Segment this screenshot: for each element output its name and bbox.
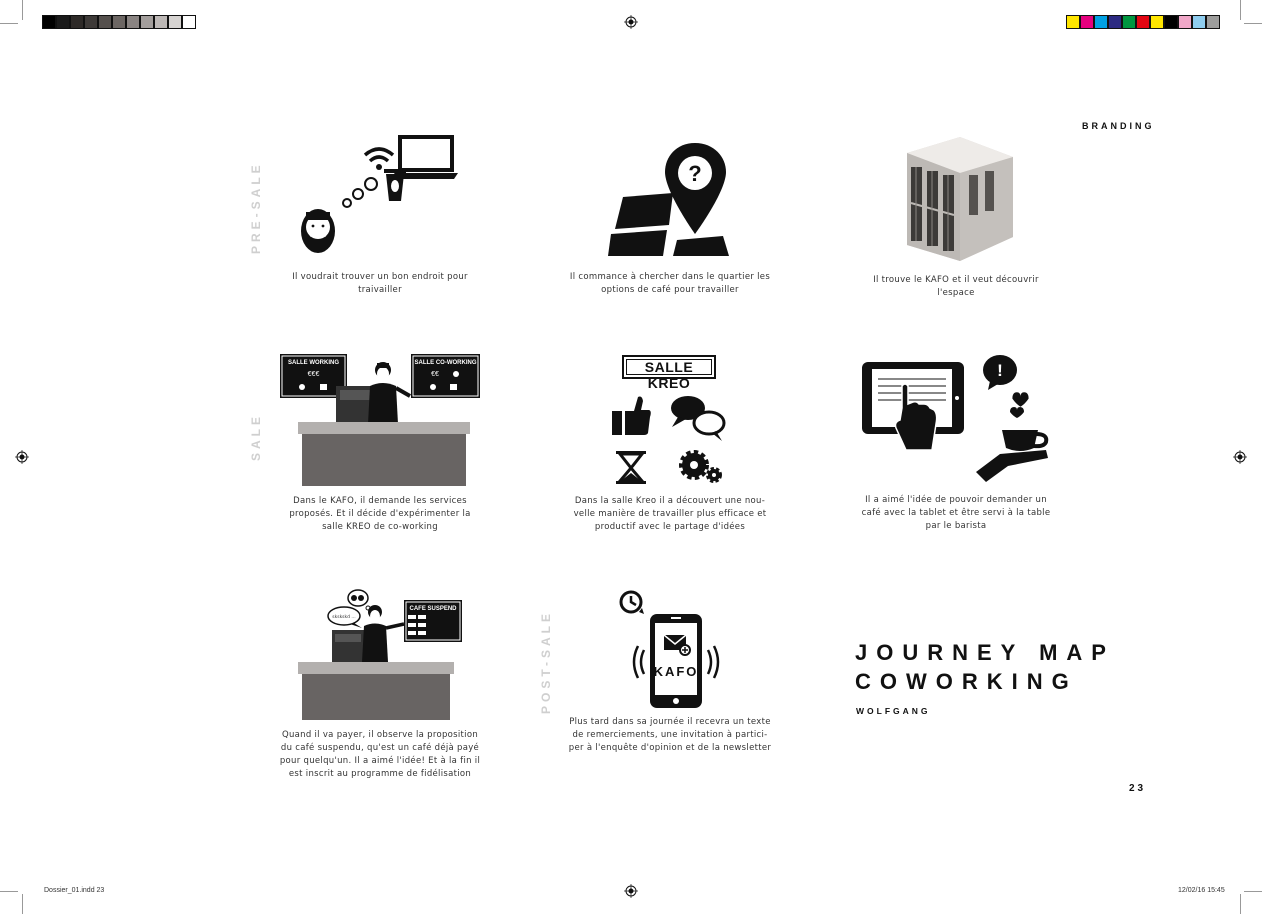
crop-mark: [0, 23, 18, 24]
board-left-price: €€€: [308, 371, 320, 378]
calibration-swatch: [168, 15, 182, 29]
thumbs-up-icon: [612, 411, 622, 435]
clock-icon: [619, 590, 643, 614]
registration-mark-icon: [624, 884, 638, 898]
phone-brand-text: KAFO: [654, 664, 699, 679]
calibration-swatch: [1192, 15, 1206, 29]
thinking-man-wifi-laptop-coffee-icon: [301, 135, 458, 253]
heart-icon: [1012, 392, 1029, 407]
counter-body: [302, 434, 466, 486]
registration-mark-icon: [624, 15, 638, 29]
calibration-swatch: [70, 15, 84, 29]
calibration-swatch: [1150, 15, 1164, 29]
calibration-swatch: [1206, 15, 1220, 29]
step-8-caption: Plus tard dans sa journée il recevra un …: [568, 717, 772, 753]
crop-mark: [1244, 891, 1262, 892]
step-3-caption: Il trouve le KAFO et il veut découvrir l…: [873, 275, 1039, 298]
calibration-swatch: [1066, 15, 1080, 29]
calibration-swatch: [182, 15, 196, 29]
calibration-swatch: [140, 15, 154, 29]
phone-newsletter-icon: KAFO: [619, 590, 720, 708]
registration-mark-icon: [1233, 450, 1247, 464]
calibration-swatch: [154, 15, 168, 29]
stage-label-sale: SALE: [249, 412, 263, 461]
stage-label-pre-sale: PRE-SALE: [249, 161, 263, 254]
speech-bubble-text: skskskd ...: [332, 614, 355, 620]
cafe-suspendu-counter-icon: skskskd ... CAFE SUSPEND: [298, 589, 462, 720]
calibration-swatch: [1108, 15, 1122, 29]
step-7-caption: Quand il va payer, il observe la proposi…: [279, 730, 481, 779]
salle-kreo-icons: [612, 396, 726, 484]
step-2-caption: Il commance à chercher dans le quartier …: [569, 272, 771, 295]
crop-mark: [0, 891, 18, 892]
crop-mark: [1240, 0, 1241, 20]
calibration-swatch: [84, 15, 98, 29]
slug-date: 12/02/16 15:45: [1178, 887, 1225, 894]
step-5-caption: Dans la salle Kreo il a découvert une no…: [573, 496, 767, 532]
page-title-line-2: COWORKING: [855, 669, 1078, 694]
chat-bubbles-icon: [671, 396, 705, 420]
alert-bubble-icon: [983, 355, 1017, 385]
crop-mark: [1240, 894, 1241, 914]
calibration-swatch: [1164, 15, 1178, 29]
building-icon: [907, 137, 1013, 261]
slug-filename: Dossier_01.indd 23: [44, 887, 105, 894]
salle-kreo-sign-text: SALLE KREO: [644, 359, 694, 391]
step-6-caption: Il a aimé l'idée de pouvoir demander un …: [861, 495, 1051, 531]
calibration-swatch: [42, 15, 56, 29]
stage-label-post-sale: POST-SALE: [539, 609, 553, 714]
calibration-swatch: [56, 15, 70, 29]
calibration-swatch: [1122, 15, 1136, 29]
crop-mark: [1244, 23, 1262, 24]
coffee-cup-icon: [1002, 430, 1038, 451]
calibration-swatch: [112, 15, 126, 29]
question-mark: ?: [688, 161, 701, 186]
crop-mark: [22, 0, 23, 20]
author-name: WOLFGANG: [856, 706, 931, 716]
map-pin-question-icon: ?: [608, 143, 729, 256]
alert-mark: !: [997, 361, 1003, 380]
calibration-swatch: [1094, 15, 1108, 29]
calibration-swatch: [98, 15, 112, 29]
board-right-price: €€: [431, 371, 439, 378]
board-left-title: SALLE WORKING: [288, 360, 339, 366]
section-label: BRANDING: [1082, 121, 1155, 131]
cafe-suspend-board-title: CAFE SUSPEND: [409, 606, 457, 612]
calibration-swatch: [1136, 15, 1150, 29]
salle-kreo-sign: SALLE KREO: [622, 355, 716, 391]
tablet-order-coffee-icon: !: [862, 355, 1049, 482]
page-number: 23: [1129, 783, 1147, 794]
page-title-line-1: JOURNEY MAP: [855, 640, 1115, 665]
step-4-caption: Dans le KAFO, il demande les services pr…: [289, 496, 471, 532]
step-1-caption: Il voudrait trouver un bon endroit pour …: [292, 272, 468, 295]
calibration-swatch: [126, 15, 140, 29]
serving-hand-icon: [976, 450, 1048, 482]
crop-mark: [22, 894, 23, 914]
board-right-title: SALLE CO-WORKING: [415, 360, 477, 366]
calibration-swatch: [1080, 15, 1094, 29]
barista-counter-icon: SALLE WORKING €€€ SALLE CO-WORKING €€: [280, 354, 480, 486]
calibration-swatch: [1178, 15, 1192, 29]
heart-icon: [1010, 407, 1024, 418]
registration-mark-icon: [15, 450, 29, 464]
